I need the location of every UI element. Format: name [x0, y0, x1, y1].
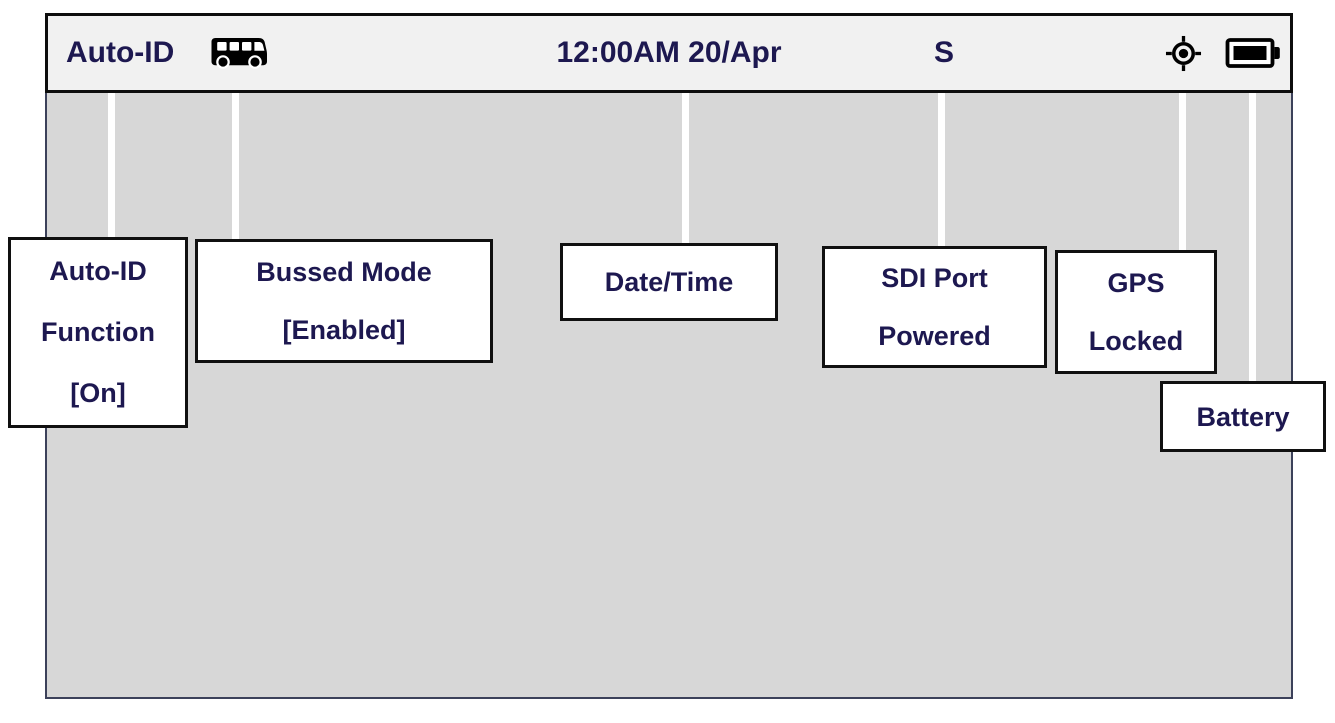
battery-full-icon	[1225, 36, 1283, 75]
callout-line: Auto-ID	[49, 256, 147, 286]
callout-sdi-port-powered: SDI Port Powered	[822, 246, 1047, 368]
mode-label: Auto-ID	[66, 36, 175, 69]
screen-area	[45, 93, 1293, 699]
callout-line: [Enabled]	[282, 315, 406, 345]
callout-line: Powered	[878, 321, 991, 351]
callout-line: Battery	[1196, 401, 1290, 432]
leader-line-date-time	[682, 93, 689, 243]
callout-line: Bussed Mode	[256, 257, 432, 287]
callout-battery: Battery	[1160, 381, 1326, 452]
callout-gps-locked: GPS Locked	[1055, 250, 1217, 374]
callout-line: GPS	[1107, 268, 1165, 298]
datetime-label: 12:00AM 20/Apr	[556, 36, 782, 69]
callout-line: SDI Port	[881, 263, 988, 293]
callout-bussed-mode: Bussed Mode [Enabled]	[195, 239, 493, 363]
callout-auto-id-function: Auto-ID Function [On]	[8, 237, 188, 428]
callout-date-time: Date/Time	[560, 243, 778, 321]
leader-line-battery	[1249, 93, 1256, 381]
leader-line-auto-id	[108, 93, 115, 237]
bus-icon	[211, 37, 268, 74]
callout-line: Function	[41, 317, 155, 347]
leader-line-gps	[1179, 93, 1186, 250]
status-bar: Auto-ID 12:00AM 20/Apr S	[45, 13, 1293, 93]
gps-target-icon	[1165, 35, 1202, 77]
callout-line: Locked	[1088, 326, 1184, 356]
leader-line-bussed-mode	[232, 93, 239, 239]
sdi-powered-indicator: S	[934, 36, 955, 69]
callout-line: [On]	[70, 378, 126, 408]
leader-line-sdi-port	[938, 93, 945, 246]
callout-line: Date/Time	[604, 267, 734, 297]
